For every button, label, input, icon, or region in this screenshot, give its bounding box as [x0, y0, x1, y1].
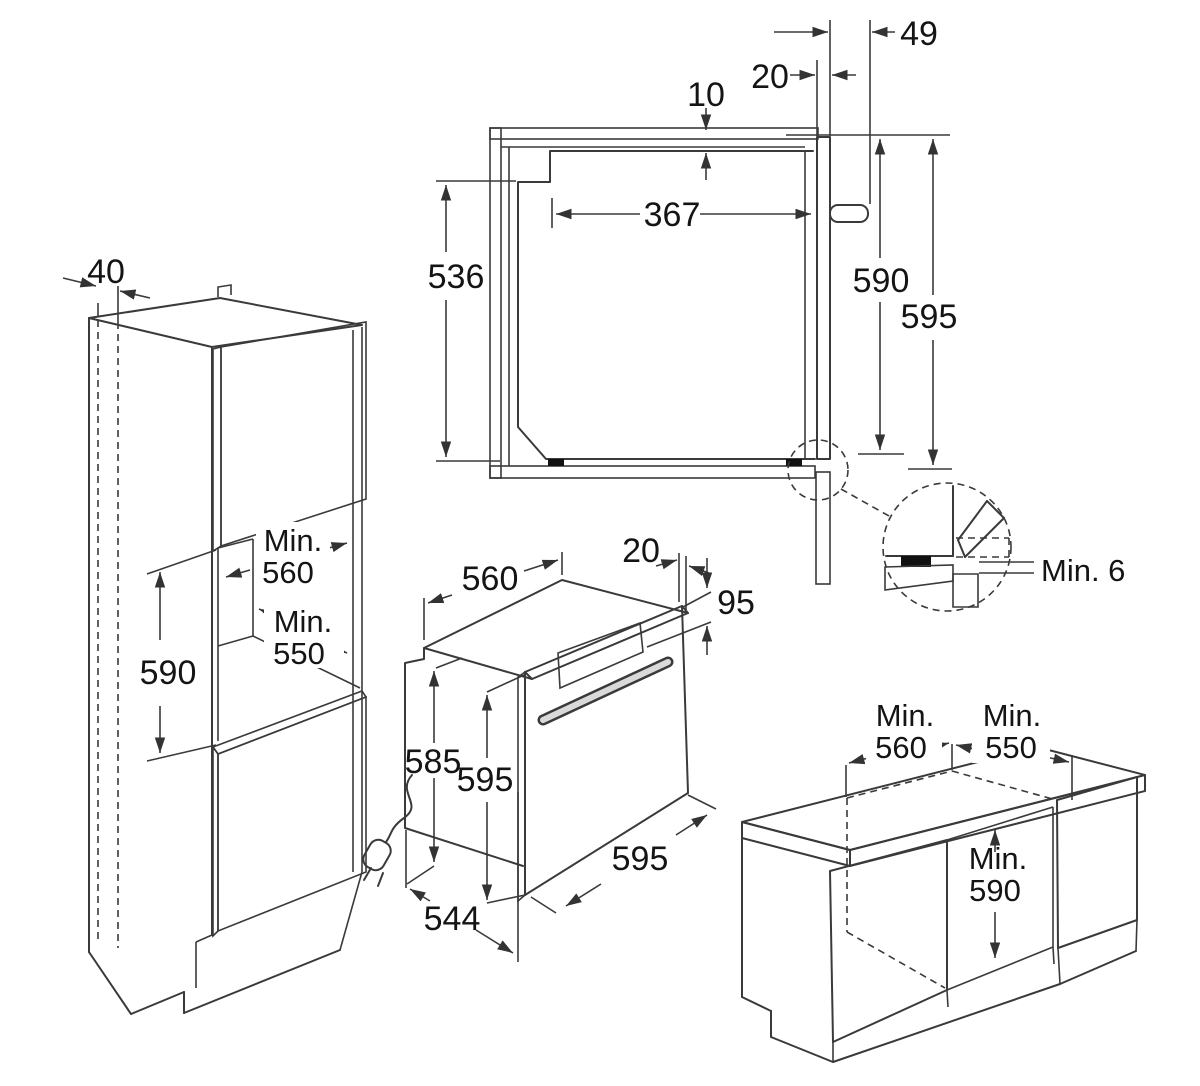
dim-min590-base: Min. 590: [969, 830, 1028, 958]
dim-niche-depth-value: 560: [875, 730, 927, 765]
dim-560-oven: 560: [423, 552, 563, 640]
dim-544-oven: 544: [405, 792, 519, 962]
dim-body-depth-label: 560: [462, 560, 519, 598]
dim-min560-tall: Min. 560: [225, 522, 348, 590]
dim-control-panel-height-label: 95: [717, 584, 755, 622]
dim-door-height-label: 595: [457, 761, 514, 799]
dim-door-clearance-label: Min. 6: [1041, 553, 1125, 588]
dim-worktop-depth-min: Min.: [983, 698, 1042, 733]
dim-body-height-label: 585: [405, 743, 462, 781]
dim-handle-protrusion-label: 49: [900, 15, 938, 53]
dim-opening-width-value: 560: [262, 555, 314, 590]
dim-10: 10: [687, 76, 725, 180]
base-plinth: [741, 837, 1138, 1063]
dim-40: 40: [62, 253, 151, 300]
adjacent-panel-detail: [952, 573, 979, 608]
dim-interior-depth-label: 367: [644, 196, 701, 234]
cabinet-plinth: [88, 871, 363, 1015]
label-backdrop: [866, 699, 942, 763]
dim-585-oven: 585: [405, 657, 463, 885]
cabinet-bottom-panel: [489, 465, 816, 479]
dim-niche-depth-min: Min.: [876, 698, 935, 733]
base-cabinet-view: Min. 560 Min. 550 Min. 590: [741, 698, 1146, 1063]
dim-20-section: 20: [751, 58, 856, 136]
cabinet-top-face: [88, 297, 363, 348]
dim-590-tall: 590: [140, 549, 217, 762]
dim-interior-height-label: 536: [428, 258, 485, 296]
oven-foot-detail: [901, 556, 931, 567]
oven-door-section: [816, 136, 869, 460]
dim-49: 49: [774, 15, 938, 204]
door-handle-section: [829, 204, 869, 223]
dim-opening-width-min: Min.: [264, 523, 323, 558]
oven-foot: [786, 459, 802, 466]
lower-furniture-panel: [815, 471, 831, 585]
hidden-niche-edges: [846, 770, 1057, 989]
dim-595-door-height: 595: [457, 674, 526, 904]
oven-body-section: [517, 150, 816, 466]
dim-min550-base: Min. 550: [955, 698, 1073, 800]
dim-worktop-depth-value: 550: [985, 730, 1037, 765]
dim-door-thickness-label: 20: [622, 532, 660, 570]
cabinet-bottom-detail: [884, 564, 954, 591]
dim-min560-base: Min. 560: [845, 698, 953, 797]
oven-view: 560 20 95 585: [362, 532, 755, 962]
label-backdrop: [972, 699, 1050, 763]
base-niche-interior: [946, 806, 1055, 1008]
lower-door-panel: [211, 690, 368, 938]
power-plug-icon: [362, 774, 413, 887]
cabinet-top-panel: [489, 127, 819, 140]
upper-door-panel: [212, 321, 367, 553]
dim-body-width-label: 544: [424, 900, 481, 938]
dim-95-oven: 95: [646, 558, 755, 655]
label-backdrop: [264, 604, 344, 668]
worktop: [741, 746, 1146, 867]
dim-base-niche-height-value: 590: [969, 873, 1021, 908]
dim-opening-depth-min: Min.: [274, 604, 333, 639]
dim-top-gap-label: 10: [687, 76, 725, 114]
oven-body: [404, 579, 689, 867]
label-backdrop: [256, 522, 330, 588]
open-door-detail: [956, 500, 1010, 558]
dim-overall-height-label: 595: [901, 298, 958, 336]
dim-536: 536: [428, 180, 516, 462]
dim-min550-tall: Min. 550: [258, 604, 348, 671]
dim-590-section: 590: [853, 139, 910, 455]
dim-door-protrusion-label: 20: [751, 58, 789, 96]
dim-niche-height-label: 590: [853, 262, 910, 300]
dim-opening-height-label: 590: [140, 654, 197, 692]
cross-section-view: 49 20 10 367 536: [428, 15, 1125, 612]
dim-595-door-width: 595: [530, 794, 717, 914]
dim-rear-clearance-label: 40: [87, 253, 125, 291]
control-display-window: [557, 621, 644, 690]
dim-door-width-label: 595: [612, 840, 669, 878]
detail-callout: Min. 6: [787, 439, 1125, 612]
dim-base-niche-height-min: Min.: [969, 841, 1028, 876]
oven-foot: [548, 459, 564, 466]
dim-opening-depth-value: 550: [273, 636, 325, 671]
dim-367: 367: [551, 196, 811, 234]
dim-20-oven: 20: [622, 532, 710, 610]
tall-cabinet-view: 40 590 Min. 560 Min. 550: [62, 253, 368, 1015]
dim-595-section: 595: [901, 139, 958, 470]
